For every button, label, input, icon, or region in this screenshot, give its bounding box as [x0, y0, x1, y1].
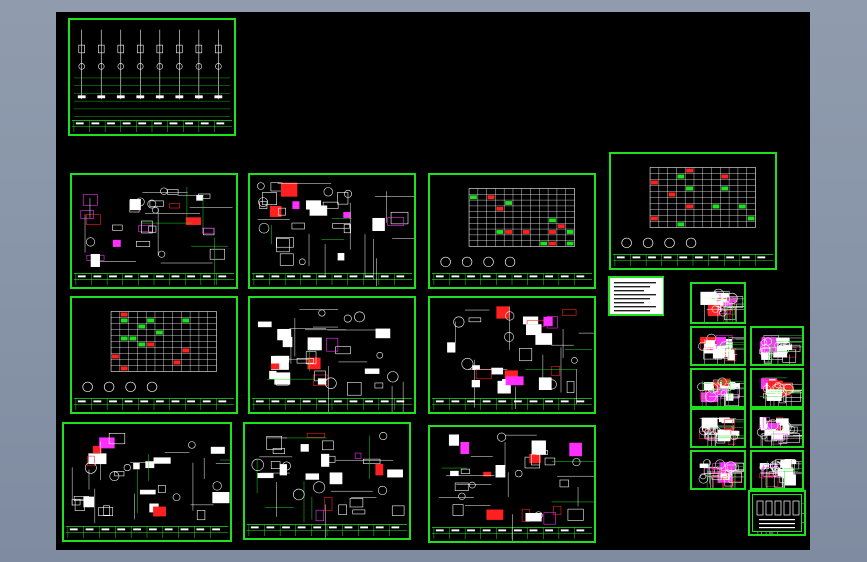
- drawing-sheet-11[interactable]: [609, 152, 777, 270]
- title-block: [65, 526, 229, 539]
- sheet-graphics: [73, 311, 235, 411]
- detail-sheet-13[interactable]: [690, 282, 746, 324]
- sheet-graphics: [759, 335, 802, 364]
- sheet-graphics: [73, 186, 235, 286]
- drawing-canvas[interactable]: [56, 12, 810, 550]
- title-block: [431, 398, 593, 411]
- title-block: [71, 120, 233, 133]
- sheet-graphics: [65, 432, 230, 539]
- drawing-sheet-6[interactable]: [248, 296, 416, 414]
- sheet-graphics: [251, 309, 413, 412]
- sheet-graphics: [756, 417, 802, 446]
- drawing-sheet-10[interactable]: [428, 425, 596, 543]
- sheet-graphics: [699, 417, 744, 446]
- sheet-graphics: [431, 306, 594, 411]
- title-block: [612, 254, 774, 267]
- sheet-graphics: [698, 459, 744, 488]
- drawing-sheet-2[interactable]: [70, 173, 238, 289]
- drawing-sheet-8[interactable]: [62, 422, 232, 542]
- drawing-sheet-1[interactable]: [68, 18, 236, 136]
- drawing-sheet-4[interactable]: [428, 173, 596, 289]
- sheet-graphics: [251, 182, 414, 287]
- title-block: [251, 273, 413, 286]
- detail-sheet-20[interactable]: [690, 450, 746, 490]
- detail-sheet-19[interactable]: [750, 408, 804, 448]
- sheet-graphics: [697, 377, 744, 406]
- notes-card[interactable]: [609, 277, 664, 315]
- sheet-graphics: [71, 29, 233, 133]
- detail-sheet-14[interactable]: [690, 326, 746, 366]
- detail-sheet-21[interactable]: [750, 450, 804, 490]
- sheet-graphics: [700, 288, 744, 322]
- title-block: [431, 527, 593, 540]
- sheet-graphics: [246, 432, 408, 538]
- detail-sheet-16[interactable]: [690, 368, 746, 408]
- sheet-graphics: [612, 167, 774, 267]
- drawing-sheet-7[interactable]: [428, 296, 596, 414]
- title-block: [246, 524, 408, 537]
- detail-block[interactable]: [752, 494, 802, 532]
- sheet-graphics: [431, 188, 593, 286]
- sheet-graphics: [698, 333, 744, 364]
- title-block: [73, 398, 235, 411]
- sheet-graphics: [759, 459, 802, 488]
- sheet-graphics: [431, 432, 594, 541]
- title-block: [431, 273, 593, 286]
- detail-sheet-15[interactable]: [750, 326, 804, 366]
- drawing-sheet-9[interactable]: [243, 422, 411, 540]
- detail-sheet-18[interactable]: [690, 408, 746, 448]
- title-block: [73, 273, 235, 286]
- detail-sheet-17[interactable]: [750, 368, 804, 408]
- title-block: [251, 398, 413, 411]
- drawing-sheet-3[interactable]: [248, 173, 416, 289]
- sheet-graphics: [759, 377, 802, 406]
- drawing-sheet-5[interactable]: [70, 296, 238, 414]
